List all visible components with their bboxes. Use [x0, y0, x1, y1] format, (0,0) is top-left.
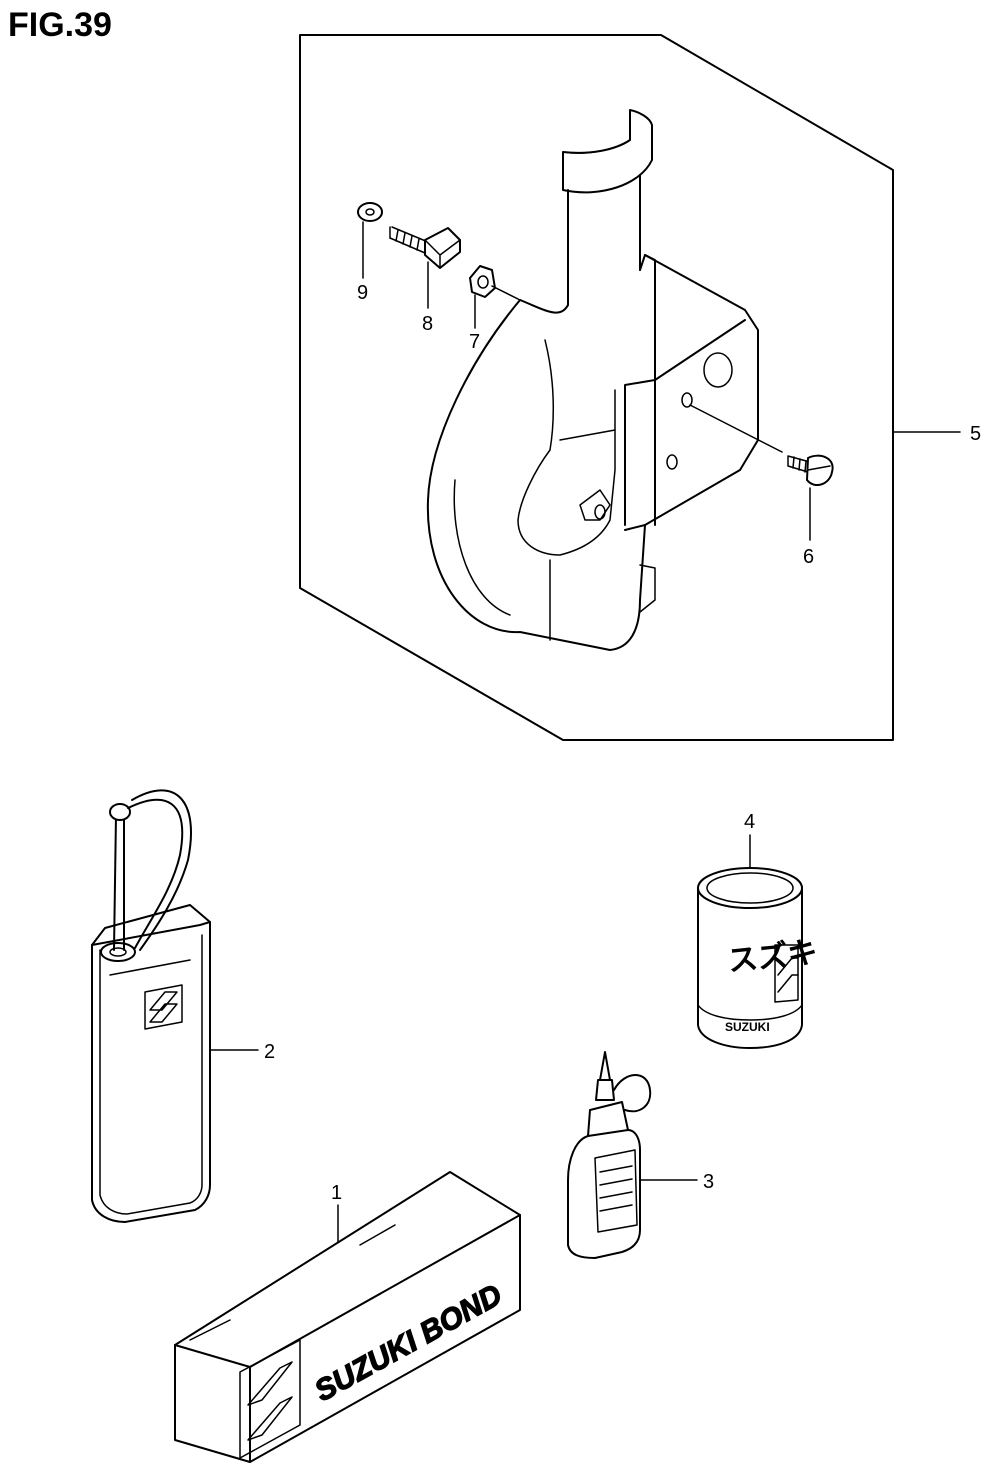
callout-2: 2 — [264, 1041, 275, 1063]
oil-can-part-2 — [91, 789, 211, 1223]
tiller-cover-drawing — [426, 109, 759, 651]
leader-line-6 — [689, 404, 811, 541]
nut-part-7 — [469, 265, 496, 298]
callout-8: 8 — [422, 313, 433, 335]
bolt-part-8 — [389, 226, 461, 269]
washer-part-9 — [357, 202, 383, 222]
callout-3: 3 — [703, 1171, 714, 1193]
callout-7: 7 — [469, 331, 480, 353]
assembly-group-outline — [299, 34, 894, 741]
callout-9: 9 — [357, 282, 368, 304]
bottle-part-3 — [567, 1051, 652, 1259]
screw-part-6 — [787, 454, 834, 487]
callout-5: 5 — [970, 423, 981, 445]
can-brand-text: SUZUKI — [725, 1020, 770, 1034]
callout-1: 1 — [331, 1182, 342, 1204]
callout-6: 6 — [803, 546, 814, 568]
figure-title: FIG.39 — [8, 6, 112, 44]
grease-can-part-4: スズキ SUZUKI — [697, 867, 819, 1049]
can-katakana-text: スズキ — [726, 935, 819, 978]
bond-box-part-1: SUZUKI BOND — [174, 1171, 521, 1463]
callout-4: 4 — [744, 811, 755, 833]
bond-box-text: SUZUKI BOND — [309, 1278, 507, 1408]
leader-line-7 — [474, 285, 521, 329]
